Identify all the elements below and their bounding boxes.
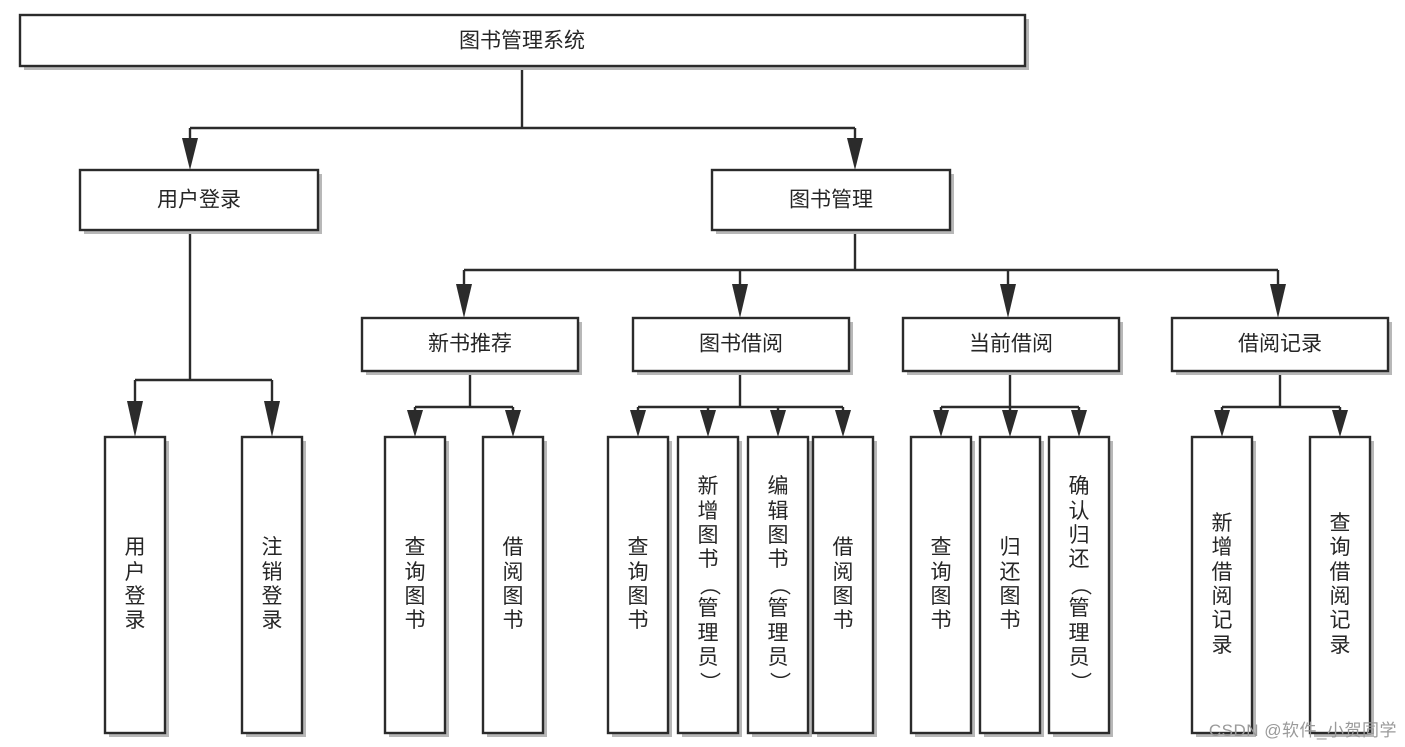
arrow-head-new-book-recommend — [456, 284, 472, 318]
arrow-head-current-borrow — [1000, 284, 1016, 318]
node-box-current-borrow[interactable] — [901, 316, 1121, 373]
arrow-head-leaf-logout-login — [264, 401, 280, 437]
node-box-leaf-query-book-current[interactable] — [909, 435, 973, 735]
arrow-head-user-login — [182, 138, 198, 170]
arrow-head-leaf-add-book-admin — [700, 410, 716, 437]
node-label-book-management: 图书管理 — [789, 189, 873, 212]
arrow-head-leaf-borrow-book-rec — [505, 410, 521, 437]
node-box-leaf-add-book-admin[interactable] — [676, 435, 740, 735]
node-box-leaf-borrow-book-rec[interactable] — [481, 435, 545, 735]
node-box-leaf-borrow-book[interactable] — [811, 435, 875, 735]
arrow-head-leaf-edit-book-admin — [770, 410, 786, 437]
arrow-head-leaf-query-borrow-record — [1332, 410, 1348, 437]
node-label-book-borrow: 图书借阅 — [699, 333, 783, 356]
node-box-leaf-confirm-return-admin[interactable] — [1047, 435, 1111, 735]
node-label-root: 图书管理系统 — [459, 30, 585, 53]
csdn-watermark: CSDN @软件_小贺同学 — [1208, 721, 1397, 740]
node-box-borrow-record[interactable] — [1170, 316, 1390, 373]
node-box-leaf-edit-book-admin[interactable] — [746, 435, 810, 735]
node-box-book-management[interactable] — [710, 168, 952, 232]
arrow-head-book-borrow — [732, 284, 748, 318]
node-box-leaf-logout-login[interactable] — [240, 435, 304, 735]
node-box-leaf-query-borrow-record[interactable] — [1308, 435, 1372, 735]
node-label-borrow-record: 借阅记录 — [1238, 333, 1322, 356]
node-box-root[interactable] — [18, 13, 1027, 68]
node-layer: 图书管理系统 用户登录 图书管理 新书推荐 图书借阅 当前借阅 借阅记录 — [18, 13, 1392, 737]
node-box-new-book-recommend[interactable] — [360, 316, 580, 373]
node-box-leaf-query-book-rec[interactable] — [383, 435, 447, 735]
node-box-user-login[interactable] — [78, 168, 320, 232]
arrow-head-leaf-return-book — [1002, 410, 1018, 437]
arrow-head-borrow-record — [1270, 284, 1286, 318]
node-box-leaf-add-borrow-record[interactable] — [1190, 435, 1254, 735]
arrow-head-leaf-query-book-borrow — [630, 410, 646, 437]
arrow-head-leaf-query-book-current — [933, 410, 949, 437]
arrow-head-leaf-add-borrow-record — [1214, 410, 1230, 437]
node-label-current-borrow: 当前借阅 — [969, 333, 1053, 356]
arrow-head-leaf-confirm-return-admin — [1071, 410, 1087, 437]
arrow-head-leaf-query-book-rec — [407, 410, 423, 437]
connector-layer — [127, 66, 1348, 437]
node-label-new-book-recommend: 新书推荐 — [428, 333, 512, 356]
arrow-head-book-management — [847, 138, 863, 170]
node-label-user-login: 用户登录 — [157, 189, 241, 212]
arrow-head-leaf-user-login — [127, 401, 143, 437]
node-box-leaf-query-book-borrow[interactable] — [606, 435, 670, 735]
node-box-book-borrow[interactable] — [631, 316, 851, 373]
node-box-leaf-user-login[interactable] — [103, 435, 167, 735]
arrow-head-leaf-borrow-book — [835, 410, 851, 437]
node-box-leaf-return-book[interactable] — [978, 435, 1042, 735]
